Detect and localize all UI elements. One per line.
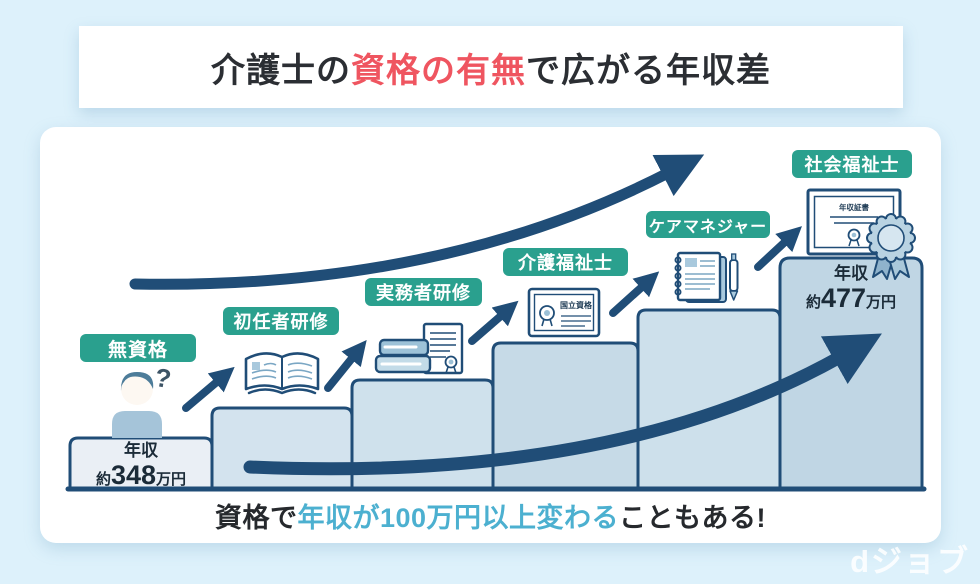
income-end-line2: 約477万円 bbox=[805, 283, 897, 314]
books-certificate-icon bbox=[374, 322, 464, 375]
person-question-icon bbox=[112, 372, 162, 438]
title-highlight: 資格の有無 bbox=[351, 51, 526, 90]
step-arrow-4 bbox=[609, 271, 660, 317]
notebook-pen-icon bbox=[674, 251, 739, 303]
step-bar-2 bbox=[210, 406, 354, 491]
step-arrow-3 bbox=[468, 300, 519, 345]
certificate-label-kokuritsu: 国立資格 bbox=[560, 300, 593, 310]
bottom-caption: 資格で年収が100万円以上変わることもある! bbox=[40, 496, 941, 535]
step-arrow-5 bbox=[754, 226, 802, 271]
income-start-line1: 年収 bbox=[124, 441, 158, 460]
title-banner: 介護士の資格の有無で広がる年収差 bbox=[79, 26, 903, 108]
national-certificate-icon: 国立資格 bbox=[527, 287, 601, 338]
brand-logo: dジョブ bbox=[850, 544, 970, 579]
medal-rosette bbox=[866, 213, 916, 263]
income-end-line1: 年収 bbox=[834, 264, 868, 283]
chart-panel: 国立資格 年収証書 bbox=[40, 127, 941, 543]
badge-no-qualification: 無資格 bbox=[80, 334, 196, 362]
title-suffix: で広がる年収差 bbox=[526, 51, 771, 90]
award-certificate-medal-icon: 年収証書 bbox=[806, 188, 916, 280]
badge-shoninsha-kenshu: 初任者研修 bbox=[223, 307, 339, 335]
badge-kaigo-fukushishi: 介護福祉士 bbox=[503, 248, 628, 276]
staircase-chart: 国立資格 年収証書 bbox=[65, 154, 927, 492]
step-arrows bbox=[182, 226, 802, 412]
income-label-end: 年収 約477万円 bbox=[780, 264, 922, 313]
step-arrow-2 bbox=[324, 340, 367, 392]
badge-care-manager: ケアマネジャー bbox=[646, 211, 770, 238]
caption-suffix: こともある! bbox=[619, 503, 767, 533]
page-title: 介護士の資格の有無で広がる年収差 bbox=[211, 43, 771, 92]
step-arrow-1 bbox=[182, 366, 235, 412]
step-bar-4 bbox=[491, 341, 640, 491]
certificate-label-nenshu: 年収証書 bbox=[839, 202, 869, 212]
badge-shakai-fukushishi: 社会福祉士 bbox=[792, 150, 912, 178]
open-book-icon bbox=[244, 352, 320, 395]
caption-prefix: 資格で bbox=[214, 503, 298, 533]
income-label-start: 年収 約348万円 bbox=[70, 441, 212, 490]
title-prefix: 介護士の bbox=[211, 51, 351, 90]
growth-arrow-top bbox=[129, 154, 705, 290]
growth-arrow-bottom bbox=[243, 333, 882, 476]
caption-highlight: 年収が100万円以上変わる bbox=[297, 503, 620, 533]
badge-jitsumusha-kenshu: 実務者研修 bbox=[365, 278, 482, 306]
income-start-line2: 約348万円 bbox=[95, 460, 187, 491]
